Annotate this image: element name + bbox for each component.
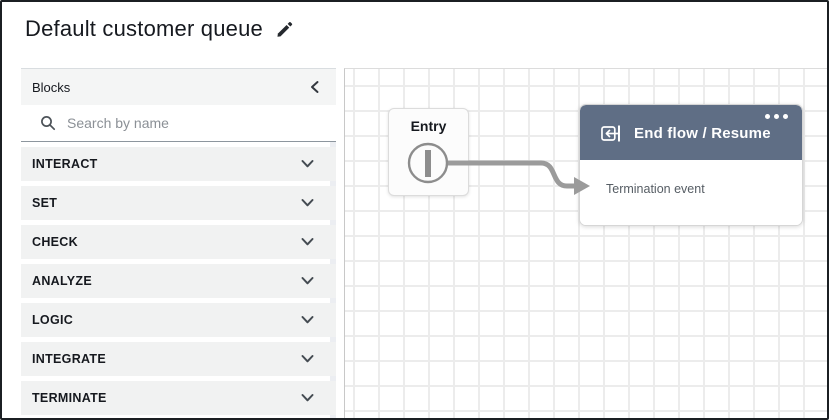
chevron-down-icon	[301, 238, 314, 247]
termination-event-label: Termination event	[606, 182, 705, 196]
edit-flow-name-button[interactable]	[273, 18, 296, 41]
page-header: Default customer queue	[2, 2, 827, 66]
end-flow-header-row: End flow / Resume	[600, 123, 771, 144]
search-icon	[41, 116, 56, 131]
category-label: SET	[32, 196, 58, 210]
sidebar-category-integrate[interactable]: INTEGRATE	[21, 342, 336, 376]
search-input[interactable]	[65, 114, 309, 132]
chevron-down-icon	[301, 277, 314, 286]
page-title: Default customer queue	[25, 16, 296, 42]
pencil-icon	[277, 21, 293, 37]
blocks-panel-title: Blocks	[32, 79, 71, 95]
chevron-down-icon	[301, 355, 314, 364]
category-label: ANALYZE	[32, 274, 92, 288]
flow-name-text: Default customer queue	[25, 16, 263, 41]
category-label: LOGIC	[32, 313, 74, 327]
chevron-down-icon	[301, 160, 314, 169]
category-label: CHECK	[32, 235, 78, 249]
ellipsis-icon	[765, 114, 770, 119]
sidebar-category-interact[interactable]: INTERACT	[21, 147, 336, 181]
entry-port-icon[interactable]	[407, 142, 449, 184]
end-flow-block-body: Termination event	[580, 160, 802, 225]
chevron-down-icon	[301, 394, 314, 403]
flow-canvas[interactable]: Entry End flow / Resume Termi	[344, 68, 827, 418]
chevron-left-icon	[311, 81, 319, 93]
entry-node-label: Entry	[410, 118, 447, 134]
sidebar-category-analyze[interactable]: ANALYZE	[21, 264, 336, 298]
sidebar-category-logic[interactable]: LOGIC	[21, 303, 336, 337]
chevron-down-icon	[301, 199, 314, 208]
sidebar-category-terminate[interactable]: TERMINATE	[21, 381, 336, 415]
blocks-panel-header: Blocks	[21, 69, 336, 105]
category-label: TERMINATE	[32, 391, 107, 405]
end-flow-block[interactable]: End flow / Resume Termination event	[579, 104, 803, 226]
block-category-list: INTERACT SET CHECK ANALYZE	[21, 147, 336, 418]
end-flow-block-header: End flow / Resume	[580, 105, 802, 160]
end-flow-block-title: End flow / Resume	[634, 125, 771, 142]
block-menu-button[interactable]	[761, 110, 792, 123]
blocks-sidebar: Blocks INTERACT SET	[21, 68, 336, 418]
end-flow-resume-icon	[601, 125, 620, 142]
sidebar-category-check[interactable]: CHECK	[21, 225, 336, 259]
chevron-down-icon	[301, 316, 314, 325]
ellipsis-icon	[783, 114, 788, 119]
category-label: INTEGRATE	[32, 352, 106, 366]
ellipsis-icon	[774, 114, 779, 119]
sidebar-category-set[interactable]: SET	[21, 186, 336, 220]
category-label: INTERACT	[32, 157, 98, 171]
block-search-row	[21, 105, 336, 142]
collapse-sidebar-button[interactable]	[307, 78, 322, 96]
